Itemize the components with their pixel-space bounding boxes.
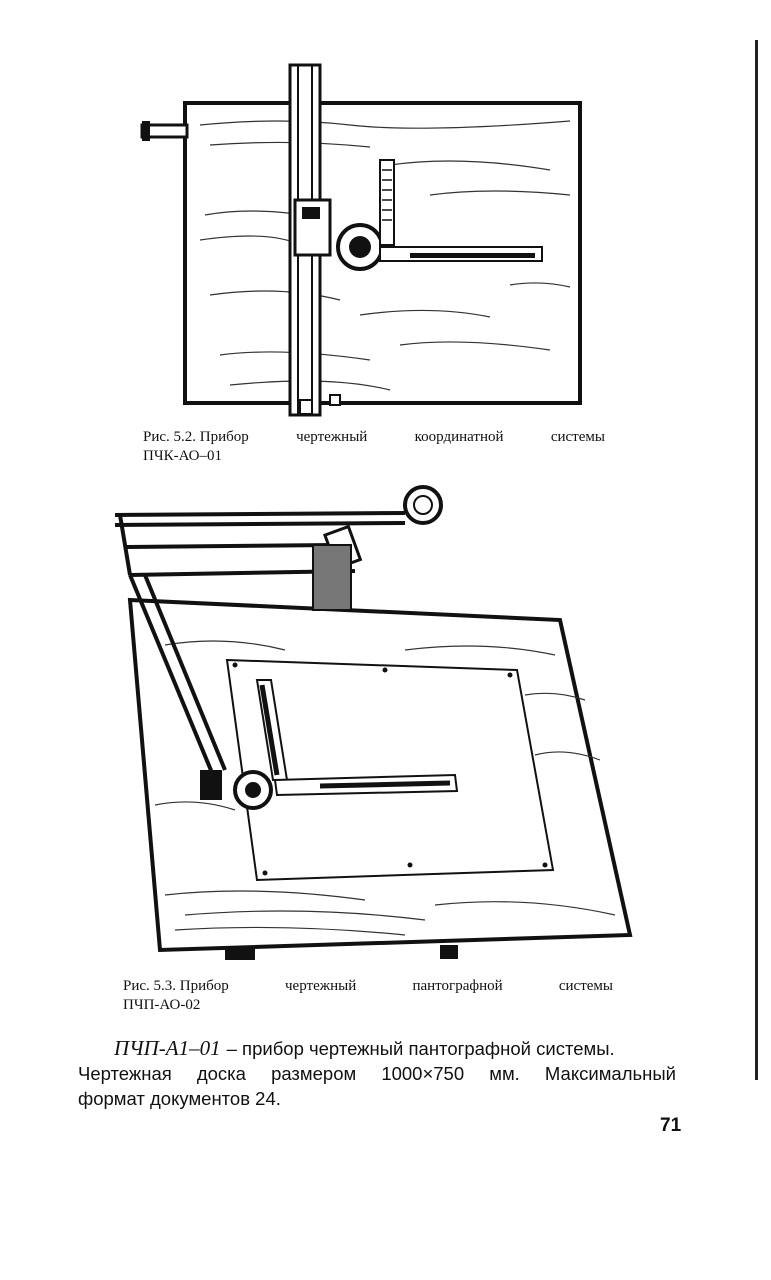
paragraph-word: Максимальный — [544, 1063, 676, 1084]
caption-word: Рис. 5.3. Прибор — [123, 978, 229, 994]
figure-5-3-caption: Рис. 5.3. Прибор чертежный пантографной … — [123, 977, 613, 1015]
caption-word: Рис. 5.2. Прибор — [143, 429, 249, 445]
figure-5-3-illustration — [114, 485, 633, 960]
page-number: 71 — [660, 1115, 682, 1136]
paragraph-line-2: Чертежная доска размером 1000×750 мм. Ма… — [78, 1061, 676, 1086]
figure-5-2-caption: Рис. 5.2. Прибор чертежный координатной … — [143, 428, 605, 466]
caption-word: пантографной — [412, 978, 503, 994]
device-term: ПЧП-А1–01 — [114, 1036, 221, 1060]
paragraph-word: мм. — [489, 1063, 520, 1084]
caption-line-2: ПЧК-АО–01 — [143, 448, 222, 464]
caption-word: координатной — [414, 429, 504, 445]
paragraph-word: размером — [271, 1063, 357, 1084]
caption-word: системы — [550, 429, 605, 445]
paragraph-line-3: формат документов 24. — [78, 1086, 676, 1111]
paragraph-text: – прибор чертежный пантографной системы. — [226, 1038, 615, 1059]
caption-word: чертежный — [285, 978, 357, 994]
paragraph-line-1: ПЧП-А1–01 – прибор чертежный пантографно… — [78, 1036, 676, 1061]
body-paragraph: ПЧП-А1–01 – прибор чертежный пантографно… — [78, 1036, 676, 1111]
paragraph-text: формат документов 24. — [78, 1088, 281, 1109]
paragraph-word: доска — [196, 1063, 246, 1084]
page-edge-line — [755, 40, 758, 1080]
caption-word: системы — [558, 978, 613, 994]
paragraph-word: Чертежная — [78, 1063, 172, 1084]
paragraph-word: 1000×750 — [381, 1063, 465, 1084]
figure-5-2-illustration — [140, 63, 582, 417]
caption-word: чертежный — [296, 429, 368, 445]
caption-line-2: ПЧП-АО-02 — [123, 997, 201, 1013]
